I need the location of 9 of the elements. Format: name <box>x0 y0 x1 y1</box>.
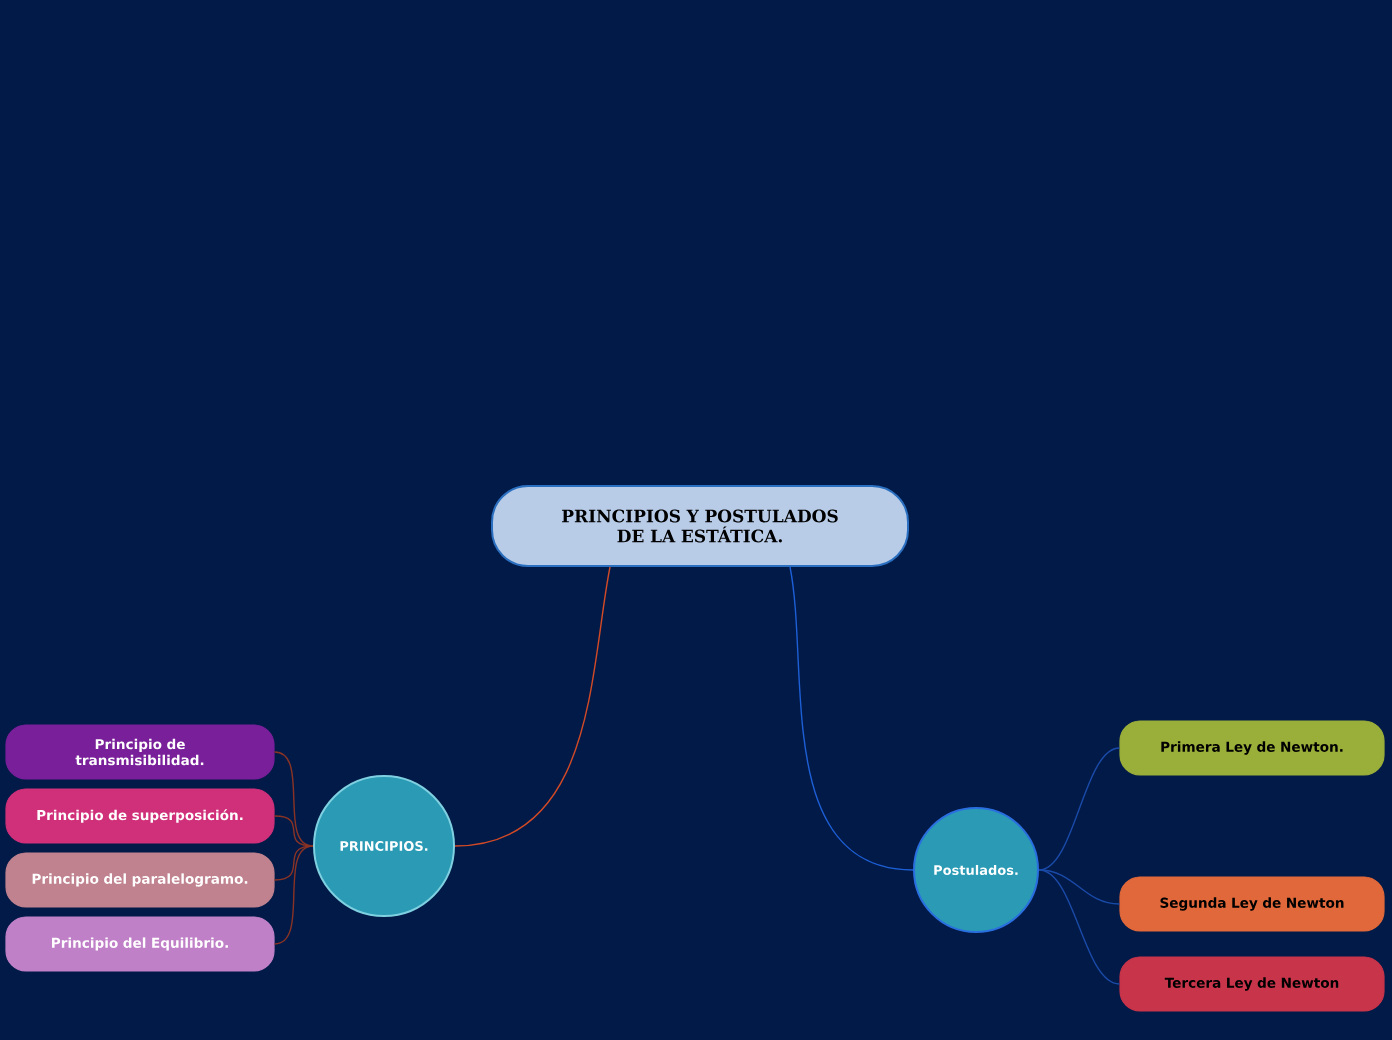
connector <box>1038 869 1121 905</box>
connector <box>454 566 611 847</box>
connector <box>273 845 314 945</box>
connector <box>1038 869 1121 985</box>
connector <box>1038 747 1121 871</box>
connector <box>273 751 314 847</box>
title-box: PRINCIPIOS Y POSTULADOS DE LA ESTÁTICA. <box>491 485 909 567</box>
connector <box>273 815 314 847</box>
connector <box>789 566 914 871</box>
